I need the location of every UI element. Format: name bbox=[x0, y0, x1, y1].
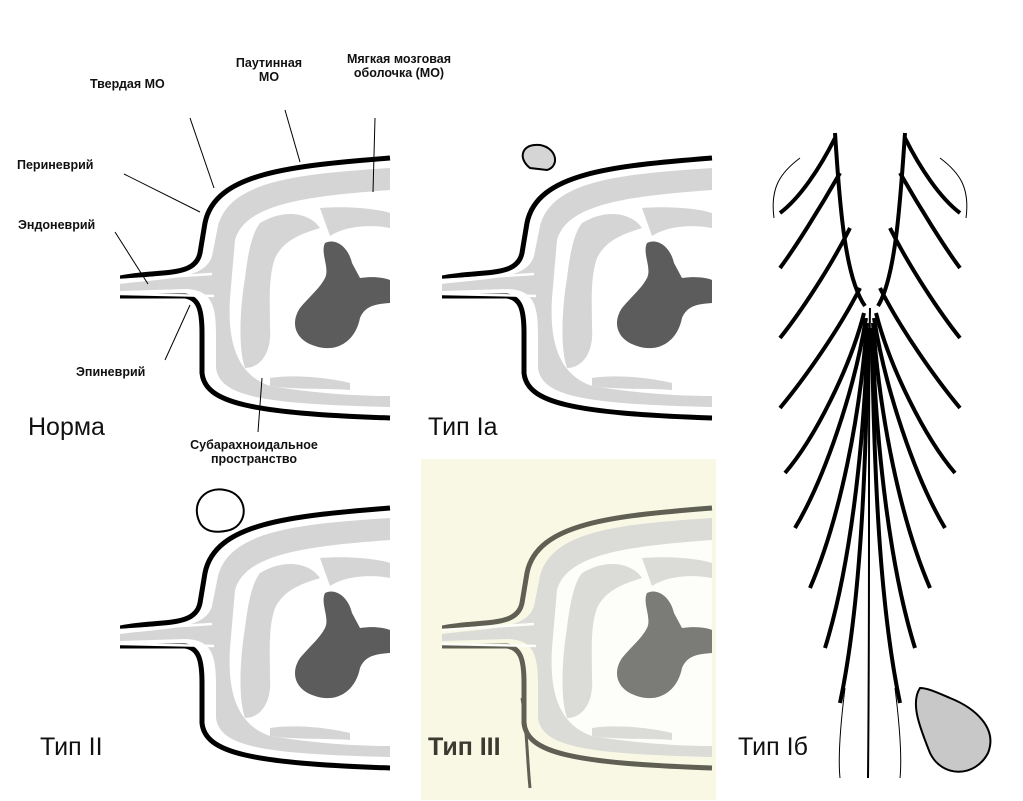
label-arachnoid: Паутинная МО bbox=[235, 56, 303, 84]
panel-title-type-ib: Тип Iб bbox=[738, 733, 808, 761]
diagram-type-ib bbox=[760, 128, 1000, 788]
label-epineurium: Эпиневрий bbox=[76, 365, 146, 379]
diagram-type-iii bbox=[442, 478, 717, 798]
panel-title-type-ia: Тип Ia bbox=[428, 413, 498, 441]
label-subarachnoid: Субарахноидальное пространство bbox=[190, 438, 318, 466]
label-endoneurium: Эндоневрий bbox=[18, 218, 96, 232]
panel-title-type-ii: Тип II bbox=[40, 733, 103, 761]
label-perineurium: Периневрий bbox=[17, 158, 94, 172]
diagram-type-ii bbox=[120, 478, 395, 778]
panel-title-type-iii: Тип III bbox=[428, 733, 501, 761]
label-pia: Мягкая мозговая оболочка (МО) bbox=[346, 52, 452, 80]
panel-title-normal: Норма bbox=[28, 413, 105, 441]
diagram-type-ia bbox=[442, 128, 717, 428]
label-dura: Твердая МО bbox=[90, 77, 165, 91]
